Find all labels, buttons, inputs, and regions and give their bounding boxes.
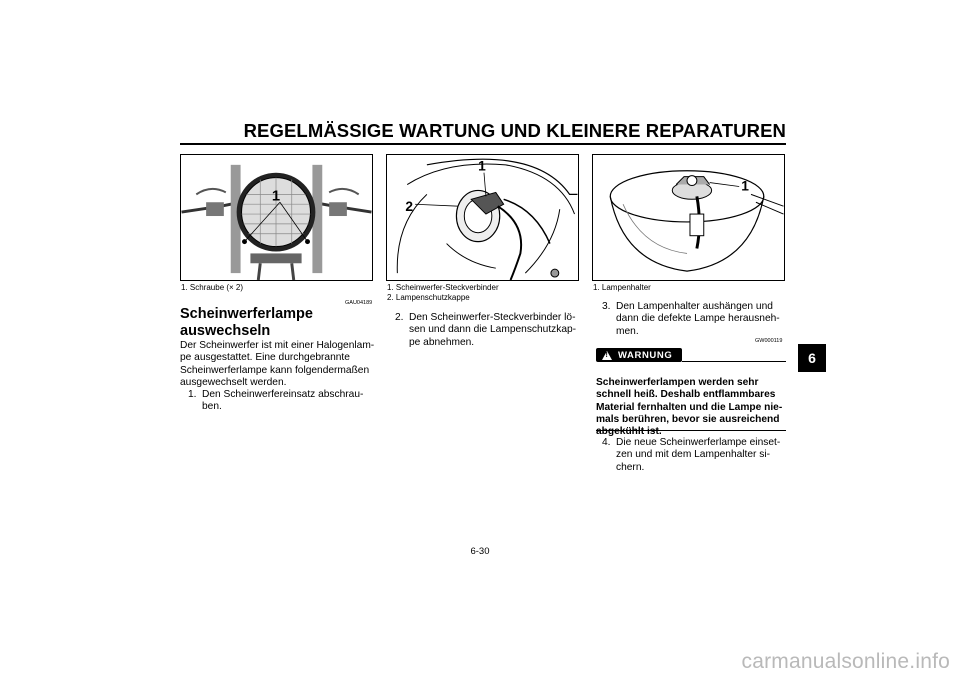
figure-headlight-front: 1 (180, 154, 373, 281)
step-2-line-3: pe abnehmen. (409, 336, 475, 348)
section-intro: Der Scheinwerfer ist mit einer Halogenla… (180, 340, 380, 389)
page-title: REGELMÄSSIGE WARTUNG UND KLEINERE REPARA… (243, 120, 786, 141)
step-2-line-1: Den Scheinwerfer-Steckverbinder lö- (409, 312, 576, 323)
lamp-holder-illustration: 1 (593, 155, 784, 280)
warning-code: GW000119 (755, 338, 783, 344)
figure2-caption-1: 1. Scheinwerfer-Steckverbinder (387, 283, 499, 292)
headlight-connector-illustration: 1 2 (387, 155, 578, 280)
step-1-line-2: ben. (202, 401, 222, 413)
step-1-line-1: Den Scheinwerfereinsatz abschrau- (202, 389, 364, 400)
header-rule (180, 143, 786, 145)
figure1-caption-1: 1. Schraube (× 2) (181, 283, 244, 292)
step-4-line-1: Die neue Scheinwerferlampe einset- (616, 437, 781, 448)
step-3-line-3: men. (616, 325, 639, 337)
warning-triangle-icon: ! (602, 350, 612, 360)
headlight-front-illustration: 1 (181, 155, 372, 280)
warning-text: Scheinwerferlampen werden sehr schnell h… (596, 377, 796, 438)
figure3-caption-1: 1. Lampenhalter (593, 283, 651, 292)
step-4-line-3: chern. (616, 461, 645, 473)
figure2-callout-2: 2 (405, 199, 413, 214)
section-title-line-1: Scheinwerferlampe (180, 306, 313, 322)
figure-headlight-connector: 1 2 (386, 154, 579, 281)
section-code: GAU04189 (345, 300, 373, 306)
figure2-caption-2: 2. Lampenschutzkappe (387, 293, 470, 302)
step-2-line-2: sen und dann die Lampenschutzkap- (409, 324, 577, 336)
warning-line-4: mals berühren, bevor sie ausreichend (596, 413, 780, 425)
warning-badge: ! WARNUNG (596, 348, 682, 362)
warning-line-5: abgekühlt ist. (596, 426, 662, 438)
page-number: 6-30 (470, 546, 490, 557)
step-3-line-1: Den Lampenhalter aushängen und (616, 301, 773, 312)
watermark: carmanualsonline.info (741, 650, 950, 673)
step-3-number: 3. (602, 301, 611, 312)
step-2-number: 2. (395, 312, 404, 323)
intro-line-2: pe ausgestattet. Eine durchgebrannte (180, 352, 350, 364)
warning-top-rule (682, 361, 786, 362)
warning-bottom-rule (596, 430, 786, 431)
figure2-callout-1: 1 (478, 159, 486, 174)
figure3-callout-1: 1 (741, 178, 749, 193)
step-3-line-2: dann die defekte Lampe herausneh- (616, 313, 780, 325)
warning-line-3: Material fernhalten und die Lampe nie- (596, 401, 783, 413)
section-title-line-2: auswechseln (180, 323, 271, 339)
step-4-number: 4. (602, 437, 611, 448)
chapter-tab: 6 (798, 344, 826, 372)
step-4-line-2: zen und mit dem Lampenhalter si- (616, 449, 771, 461)
figure1-callout-1: 1 (272, 188, 280, 204)
warning-line-2: schnell heiß. Deshalb entflammbares (596, 389, 776, 401)
step-1-number: 1. (188, 389, 197, 400)
warning-symbol: ! (605, 351, 609, 359)
intro-line-3: Scheinwerferlampe kann folgendermaßen (180, 364, 370, 376)
intro-line-4: ausgewechselt werden. (180, 376, 287, 388)
warning-label: WARNUNG (618, 349, 673, 361)
figure-lamp-holder: 1 (592, 154, 785, 281)
warning-line-1: Scheinwerferlampen werden sehr (596, 377, 759, 388)
intro-line-1: Der Scheinwerfer ist mit einer Halogenla… (180, 340, 375, 351)
section-title: Scheinwerferlampe auswechseln (180, 306, 313, 340)
